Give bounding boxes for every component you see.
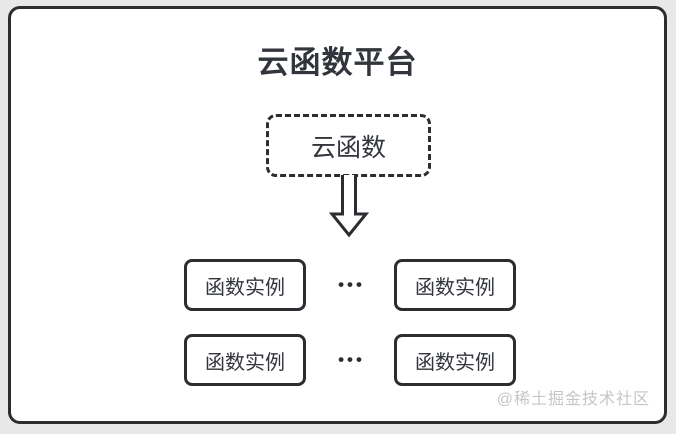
ellipsis: ••• [338, 350, 365, 369]
function-instance-box: 函数实例 [394, 334, 516, 386]
cloud-function-box: 云函数 [266, 114, 431, 177]
down-arrow-icon [328, 175, 370, 238]
function-instance-box: 函数实例 [184, 334, 306, 386]
function-instance-label: 函数实例 [415, 276, 495, 299]
cloud-function-label: 云函数 [310, 133, 386, 162]
function-instance-label: 函数实例 [415, 351, 495, 374]
diagram-title: 云函数平台 [257, 45, 418, 80]
ellipsis: ••• [338, 275, 365, 294]
diagram-frame: 云函数平台 云函数 函数实例 ••• 函数实例 函数实例 ••• 函数实例 @稀… [8, 6, 667, 424]
function-instance-label: 函数实例 [205, 351, 285, 374]
watermark: @稀土掘金技术社区 [496, 391, 650, 408]
function-instance-label: 函数实例 [205, 276, 285, 299]
function-instance-box: 函数实例 [184, 259, 306, 311]
function-instance-box: 函数实例 [394, 259, 516, 311]
